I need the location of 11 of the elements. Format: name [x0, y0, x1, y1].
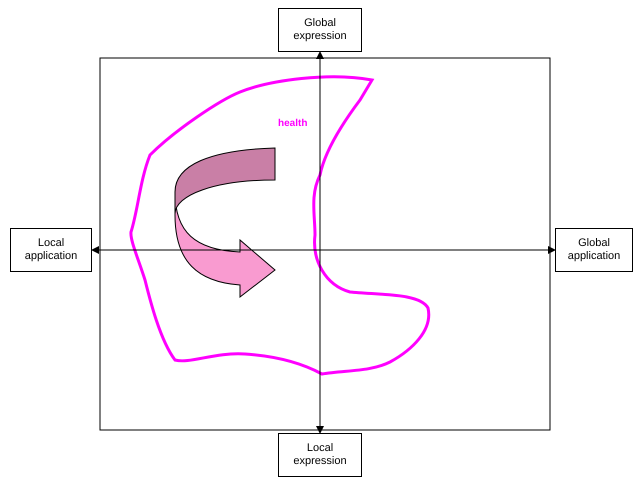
axis-end-box — [278, 433, 362, 477]
axis-label: Global application — [566, 237, 622, 263]
axis-arrow — [316, 51, 324, 434]
axis-end-box — [10, 228, 92, 272]
region-label: health — [278, 118, 308, 129]
axis-end-box — [555, 228, 633, 272]
axis-arrow — [91, 246, 556, 254]
axis-end-box — [278, 8, 362, 52]
axis-label: Local application — [24, 237, 78, 263]
axis-label: Local expression — [292, 442, 348, 468]
axis-label: Global expression — [292, 17, 348, 43]
